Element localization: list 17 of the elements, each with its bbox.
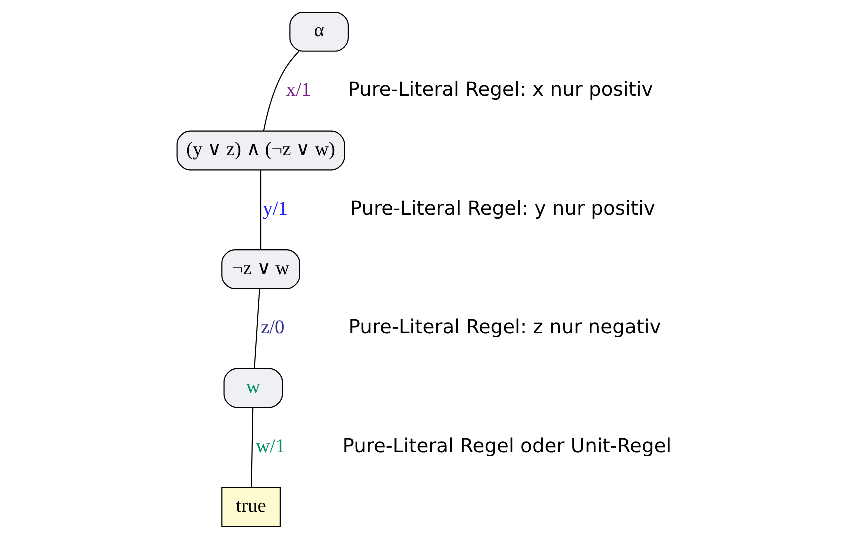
node-box: α: [289, 12, 349, 52]
edge-label: y/1: [262, 198, 288, 220]
edge-label: w/1: [256, 436, 285, 458]
node-box: ¬z ∨ w: [221, 250, 300, 290]
connector: [254, 289, 260, 369]
label: Pure-Literal Regel oder Unit-Regel: [342, 434, 672, 458]
connector: [250, 408, 254, 488]
node-box: w: [223, 368, 283, 408]
label: Pure-Literal Regel: x nur positiv: [348, 78, 653, 102]
label: Pure-Literal Regel: y nur positiv: [350, 196, 655, 220]
label: Pure-Literal Regel: z nur negativ: [348, 316, 661, 339]
edge-label: x/1: [286, 80, 311, 102]
connector: [262, 51, 300, 132]
connector: [260, 170, 262, 250]
node-box: (y ∨ z) ∧ (¬z ∨ w): [176, 130, 345, 171]
edge-label: z/0: [260, 318, 284, 339]
node-box: true: [221, 487, 280, 528]
